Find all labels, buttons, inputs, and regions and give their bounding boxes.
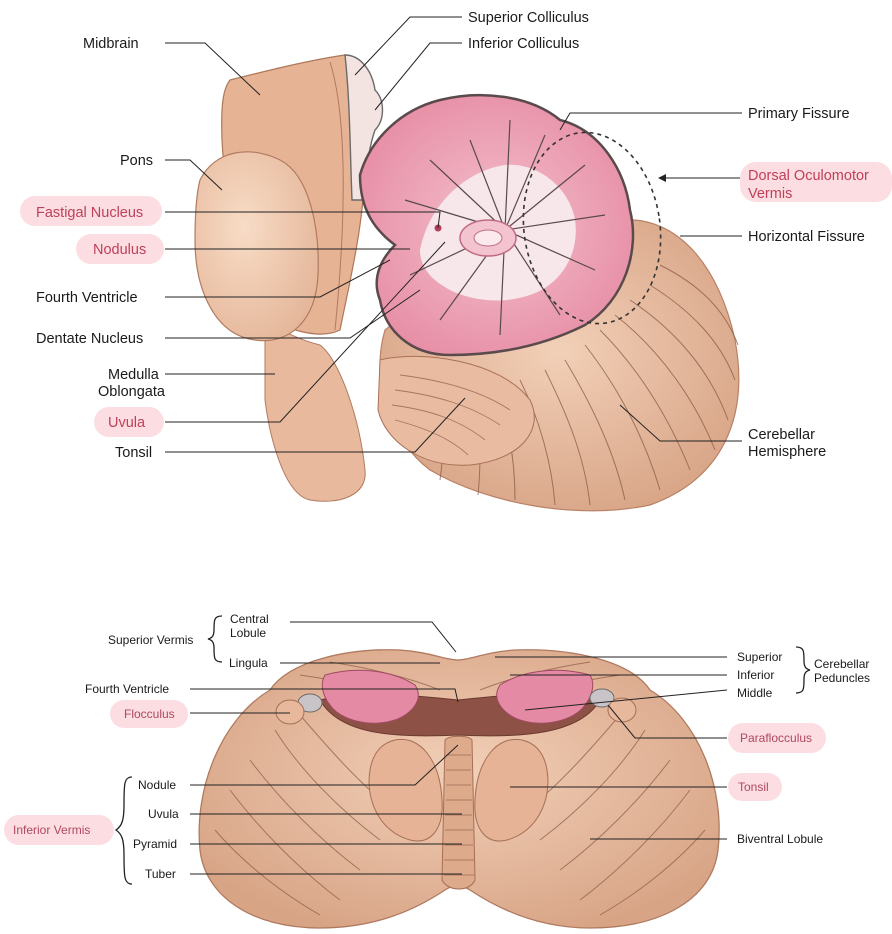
- inferior-cerebellum-illustration: [199, 650, 719, 928]
- label-central-lobule-line2: Lobule: [230, 626, 266, 640]
- label-fourth-ventricle-inferior: Fourth Ventricle: [85, 682, 169, 696]
- label-primary-fissure: Primary Fissure: [748, 106, 850, 122]
- label-uvula: Uvula: [108, 415, 146, 431]
- label-cerebellar-peduncles-line1: Cerebellar: [814, 657, 869, 671]
- left-paraflocculus: [276, 700, 304, 724]
- label-tuber: Tuber: [145, 867, 176, 881]
- sagittal-cerebellum-illustration: [195, 55, 739, 511]
- label-fourth-ventricle: Fourth Ventricle: [36, 290, 138, 306]
- label-pyramid: Pyramid: [133, 837, 177, 851]
- label-fastigal-nucleus: Fastigal Nucleus: [36, 205, 143, 221]
- label-medulla-line2: Oblongata: [98, 384, 166, 400]
- label-lingula: Lingula: [229, 656, 268, 670]
- label-inferior: Inferior: [737, 668, 774, 682]
- label-biventral-lobule: Biventral Lobule: [737, 832, 823, 846]
- label-dorsal-oculomotor-vermis-line2: Vermis: [748, 186, 792, 202]
- medulla-shape: [265, 320, 365, 501]
- label-cerebellar-peduncles-line2: Peduncles: [814, 671, 870, 685]
- label-horizontal-fissure: Horizontal Fissure: [748, 229, 865, 245]
- label-dorsal-oculomotor-vermis-line1: Dorsal Oculomotor: [748, 168, 869, 184]
- label-cerebellar-hemisphere-line1: Cerebellar: [748, 427, 815, 443]
- pons-shape: [195, 152, 318, 341]
- label-inferior-colliculus: Inferior Colliculus: [468, 36, 579, 52]
- cerebellar-peduncles-brace: [796, 647, 810, 693]
- label-paraflocculus: Paraflocculus: [740, 731, 812, 745]
- label-tonsil: Tonsil: [115, 445, 152, 461]
- label-inferior-vermis: Inferior Vermis: [13, 823, 90, 837]
- label-superior: Superior: [737, 650, 782, 664]
- label-middle: Middle: [737, 686, 773, 700]
- label-dentate-nucleus: Dentate Nucleus: [36, 331, 143, 347]
- label-cerebellar-hemisphere-line2: Hemisphere: [748, 444, 826, 460]
- superior-vermis-brace: [208, 616, 222, 662]
- label-tonsil-inferior: Tonsil: [738, 780, 769, 794]
- inferior-vermis-column: [442, 736, 475, 889]
- label-nodulus: Nodulus: [93, 242, 146, 258]
- label-flocculus: Flocculus: [124, 707, 175, 721]
- label-superior-vermis: Superior Vermis: [108, 633, 193, 647]
- label-pons: Pons: [120, 153, 153, 169]
- label-midbrain: Midbrain: [83, 36, 139, 52]
- label-central-lobule-line1: Central: [230, 612, 269, 626]
- label-superior-colliculus: Superior Colliculus: [468, 10, 589, 26]
- label-nodule: Nodule: [138, 778, 176, 792]
- inferior-vermis-brace: [116, 777, 132, 884]
- label-uvula-inferior: Uvula: [148, 807, 179, 821]
- label-medulla-line1: Medulla: [108, 367, 160, 383]
